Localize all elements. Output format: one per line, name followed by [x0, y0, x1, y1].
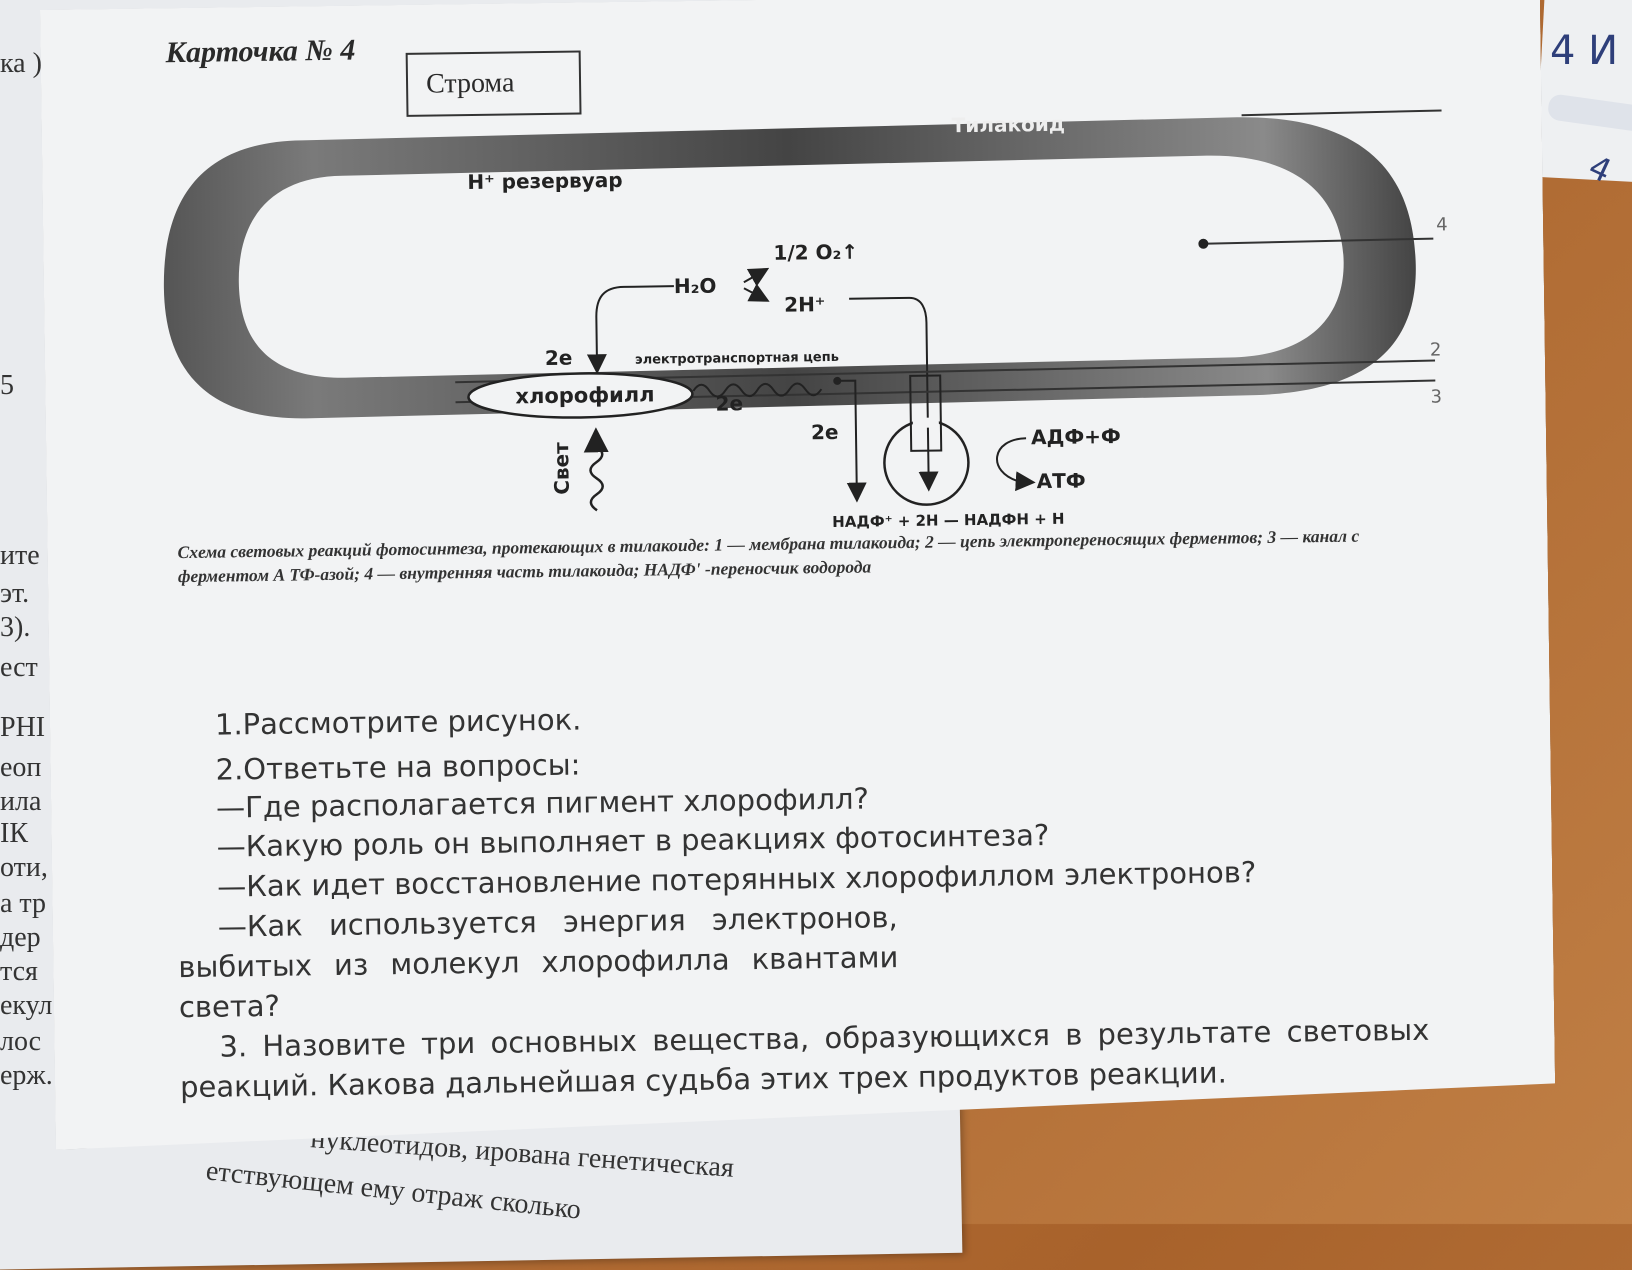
q3-word-9: световых	[1286, 1012, 1430, 1049]
q3-word-4: основных	[490, 1023, 638, 1060]
marker-4-dot	[1198, 239, 1208, 249]
q3-word-1: 3.	[219, 1029, 248, 1064]
question-2: 2.Ответьте на вопросы:	[215, 747, 581, 787]
oxygen-label: 1/2 O₂↑	[773, 240, 858, 265]
left-edge-fragment: тся	[0, 956, 38, 987]
marker-4: 4	[1436, 214, 1448, 235]
stroma-label: Строма	[425, 67, 515, 100]
atp-label: АТФ	[1037, 468, 1086, 493]
electron-node	[833, 377, 841, 385]
question-2b: —Какую роль он выполняет в реакциях фото…	[216, 817, 1050, 864]
water-to-protons-arrow	[744, 288, 766, 300]
question-3-line1: 3. Назовите три основных вещества, образ…	[219, 1013, 1429, 1064]
q2d-line2-word-5: квантами	[751, 940, 899, 977]
q2d-line2-word-2: из	[333, 947, 369, 982]
q3-word-6: образующихся	[824, 1018, 1051, 1056]
marker-4-line	[1203, 239, 1433, 244]
electrons-mid-label: 2e	[715, 391, 743, 415]
left-edge-fragment: ила	[0, 786, 42, 817]
q2d-line2-word-4: хлорофилла	[541, 942, 730, 980]
q2d-word-3: энергия	[562, 903, 686, 939]
left-edge-fragment: ка )	[0, 48, 42, 79]
atp-synthase-head	[884, 420, 969, 505]
left-edge-fragment: ерж.	[0, 1060, 53, 1091]
marker-3: 3	[1430, 386, 1442, 407]
electrons-top-label: 2e	[545, 346, 573, 370]
adp-label: АДФ+Ф	[1031, 424, 1121, 449]
left-edge-fragment: екул	[0, 990, 53, 1021]
atp-arrow	[1019, 481, 1032, 482]
left-edge-fragment: оти,	[0, 852, 48, 883]
nadp-label: НАДФ⁺ + 2Н — НАДФН + Н	[832, 510, 1065, 531]
light-label: Свет	[549, 442, 574, 495]
stroma-pointer-line	[1242, 110, 1442, 115]
water-electron-arrow	[596, 286, 675, 370]
light-wave-arrow	[590, 432, 603, 510]
left-edge-fragment: еоп	[0, 752, 42, 783]
q3-word-8: результате	[1097, 1014, 1272, 1052]
atp-synthase-channel	[910, 375, 941, 450]
left-edge-fragment: лос	[0, 1026, 42, 1057]
proton-flow-arrow	[849, 298, 929, 489]
q2d-line2-word-3: молекул	[390, 945, 520, 982]
question-2d-line2: выбитых из молекул хлорофилла квантами	[178, 940, 898, 984]
question-2d-line1: —Как используется энергия электронов,	[218, 900, 898, 943]
q3-word-2: Назовите	[262, 1026, 407, 1063]
reservoir-label: Н⁺ резервуар	[467, 168, 622, 194]
chlorophyll-ellipse	[468, 372, 693, 419]
left-edge-fragment: дер	[0, 922, 41, 953]
left-edge-fragment: а тр	[0, 888, 47, 919]
question-2a: —Где располагается пигмент хлорофилл?	[215, 781, 870, 825]
thylakoid-label: Тилакоид	[952, 112, 1066, 138]
electron-wave	[693, 383, 821, 397]
q2d-line2-word-1: выбитых	[178, 948, 313, 985]
q3-word-5: вещества,	[651, 1021, 810, 1058]
protons-label: 2H⁺	[784, 292, 826, 317]
q3-word-3: три	[420, 1026, 476, 1061]
adp-curve	[997, 438, 1027, 481]
thylakoid-membrane	[162, 115, 1418, 420]
right-scribble-1: 4 И	[1550, 28, 1619, 74]
electrons-down-label: 2e	[811, 420, 839, 444]
left-edge-fragment: РНІ	[0, 712, 46, 743]
left-edge-fragment: ите	[0, 540, 40, 571]
chain-label: электротранспортная цепь	[635, 350, 839, 368]
water-label: H₂O	[674, 274, 717, 299]
question-2d-line3: света?	[178, 988, 281, 1025]
question-2c: —Как идет восстановление потерянных хлор…	[217, 855, 1257, 904]
electron-down-arrow	[835, 381, 857, 499]
thylakoid-diagram: Тилакоид Н⁺ резервуар 1/2 O₂↑ H₂O 2H⁺ 2e…	[151, 90, 1477, 538]
question-3-line2: реакций. Какова дальнейшая судьба этих т…	[179, 1055, 1228, 1105]
atp-synthase-neck-cover	[913, 417, 939, 427]
chlorophyll-label: хлорофилл	[515, 382, 654, 408]
task-card-sheet: Карточка № 4 Строма Тилакоид Н⁺ резервуа…	[40, 0, 1556, 1150]
q2d-word-4: электронов,	[711, 900, 898, 937]
left-edge-fragment: 3).	[0, 612, 31, 643]
q3-word-7: в	[1064, 1017, 1083, 1052]
left-edge-fragment: 5	[0, 370, 14, 401]
question-1: 1.Рассмотрите рисунок.	[214, 702, 582, 742]
q2d-word-1: —Как	[217, 908, 303, 944]
water-to-oxygen-arrow	[744, 270, 766, 282]
left-edge-fragment: ест	[0, 652, 38, 683]
card-title: Карточка № 4	[165, 33, 356, 70]
left-edge-fragment: эт.	[0, 578, 30, 609]
marker-2: 2	[1430, 339, 1442, 360]
left-edge-fragment: ІК	[0, 818, 28, 849]
q2d-word-2: используется	[328, 905, 537, 943]
